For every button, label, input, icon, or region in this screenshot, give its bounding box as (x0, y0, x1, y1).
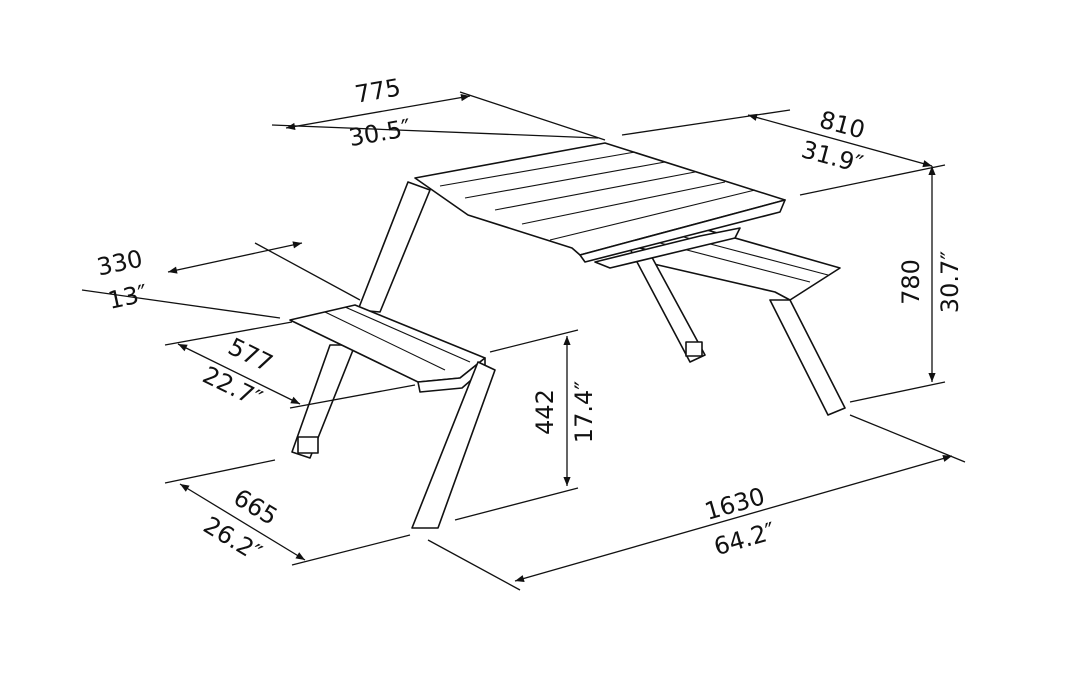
label-775-in: 30.5″ (347, 114, 413, 152)
label-442-mm: 442 (531, 389, 559, 435)
tabletop-edge (579, 199, 786, 263)
label-775-mm: 775 (353, 73, 403, 109)
label-810-mm: 810 (817, 106, 868, 145)
label-1630-mm: 1630 (702, 482, 768, 526)
label-780-mm: 780 (897, 259, 925, 305)
dim-line-775 (285, 93, 471, 131)
left-frame-upper (357, 181, 431, 313)
label-665-mm: 665 (229, 483, 283, 531)
front-bench-seat (289, 304, 486, 383)
back-bench-leg-right (769, 299, 846, 416)
back-leg-foot (685, 341, 703, 357)
dim-line-577 (177, 343, 301, 405)
dim-line-665 (179, 483, 306, 561)
label-780-in: 30.7″ (936, 251, 964, 313)
dimension-lines (167, 93, 953, 582)
label-330-in: 13″ (106, 279, 150, 315)
dimension-labels: 775 30.5″ 810 31.9″ 330 13″ 577 22.7″ 78… (94, 73, 964, 567)
dim-line-1630 (514, 455, 953, 582)
label-330-mm: 330 (94, 245, 145, 282)
dim-line-330 (167, 241, 303, 274)
dim-line-810 (747, 113, 933, 168)
front-bench-leg (411, 361, 496, 529)
label-1630-in: 64.2″ (711, 517, 779, 561)
table-apron (594, 227, 741, 269)
left-leg-foot (297, 436, 319, 454)
label-442-in: 17.4″ (570, 381, 598, 443)
